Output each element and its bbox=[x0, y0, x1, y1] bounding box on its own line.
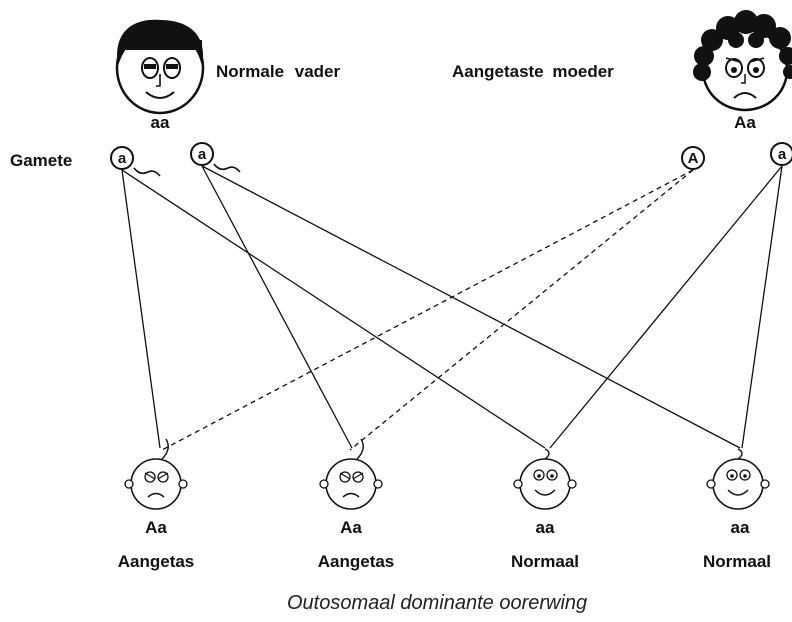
child-1-genotype: Aa bbox=[145, 518, 167, 537]
child-1-phenotype: Aangetas bbox=[117, 552, 195, 571]
child-4-genotype: aa bbox=[730, 518, 750, 537]
father-genotype: aa bbox=[150, 113, 170, 132]
line-mother1-child2 bbox=[349, 169, 694, 451]
gamete-father-1: a bbox=[110, 146, 134, 170]
line-father2-child4 bbox=[201, 165, 741, 449]
sperm-tail-1 bbox=[133, 167, 161, 177]
line-mother1-child1 bbox=[161, 169, 694, 451]
child-4-phenotype: Normaal bbox=[703, 552, 772, 571]
father-face-icon bbox=[115, 19, 205, 115]
line-father1-child1 bbox=[121, 169, 161, 449]
child-2-genotype: Aa bbox=[340, 518, 362, 537]
gamete-father-2: a bbox=[190, 142, 214, 166]
gamete-label: Gamete bbox=[10, 151, 73, 170]
mother-face-icon bbox=[693, 10, 792, 112]
line-father1-child3 bbox=[121, 169, 546, 449]
child-2-phenotype: Aangetas bbox=[317, 552, 395, 571]
child-3-phenotype: Normaal bbox=[510, 552, 580, 571]
line-father2-child2 bbox=[201, 165, 353, 449]
child-1-face-icon bbox=[124, 438, 188, 510]
father-label: Normale vader bbox=[216, 62, 341, 81]
gamete-mother-1: A bbox=[681, 146, 705, 170]
line-mother2-child3 bbox=[549, 165, 783, 449]
gamete-mother-2: a bbox=[770, 142, 792, 166]
child-3-genotype: aa bbox=[535, 518, 555, 537]
line-mother2-child4 bbox=[741, 165, 783, 449]
child-2-face-icon bbox=[319, 438, 383, 510]
diagram-caption: Outosomaal dominante oorerwing bbox=[287, 592, 588, 614]
child-4-face-icon bbox=[706, 448, 770, 510]
mother-genotype: Aa bbox=[734, 113, 756, 132]
mother-label: Aangetaste moeder bbox=[452, 62, 614, 81]
sperm-tail-2 bbox=[213, 163, 241, 173]
child-3-face-icon bbox=[513, 448, 577, 510]
